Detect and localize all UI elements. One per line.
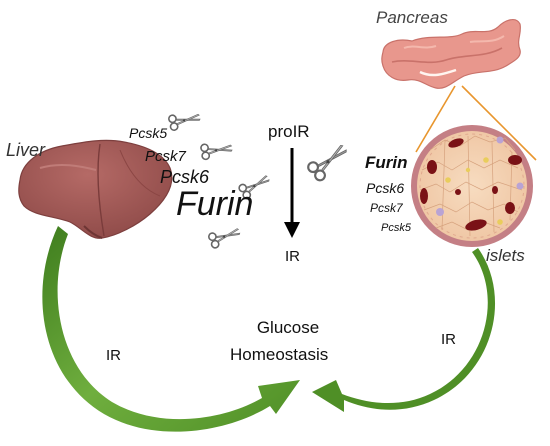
scissors-icon xyxy=(305,138,353,184)
scissors-icon xyxy=(199,139,234,161)
liver-flow-label: IR xyxy=(106,347,121,364)
islet-enzyme-pcsk7: Pcsk7 xyxy=(370,201,403,215)
liver-to-homeostasis-arrow xyxy=(42,226,301,432)
islet-enzyme-pcsk5: Pcsk5 xyxy=(381,222,411,234)
liver-enzyme-pcsk5: Pcsk5 xyxy=(129,125,168,141)
scissors-icon xyxy=(167,108,203,132)
islet-enzyme-furin: Furin xyxy=(365,153,408,172)
liver-label: Liver xyxy=(6,140,46,160)
outcome-line-2: Homeostasis xyxy=(230,345,329,364)
liver-enzyme-pcsk6: Pcsk6 xyxy=(160,167,210,187)
liver-illustration xyxy=(18,139,173,239)
precursor-label: proIR xyxy=(268,122,310,141)
scissors-icon xyxy=(207,223,243,250)
zoom-line-right xyxy=(461,85,537,161)
islet-illustration xyxy=(411,125,533,247)
pancreas-label: Pancreas xyxy=(376,8,448,27)
pancreas-illustration xyxy=(381,18,522,89)
outcome-line-1: Glucose xyxy=(256,318,320,337)
liver-enzyme-pcsk7: Pcsk7 xyxy=(145,148,186,165)
zoom-line-left xyxy=(415,85,456,153)
islet-flow-label: IR xyxy=(441,331,456,348)
product-label: IR xyxy=(285,248,300,265)
islets-label: islets xyxy=(486,246,525,265)
processing-arrowhead xyxy=(284,222,300,238)
liver-enzyme-furin: Furin xyxy=(176,185,254,223)
islets-to-homeostasis-arrow xyxy=(312,248,496,412)
islet-enzyme-pcsk6: Pcsk6 xyxy=(366,180,405,196)
